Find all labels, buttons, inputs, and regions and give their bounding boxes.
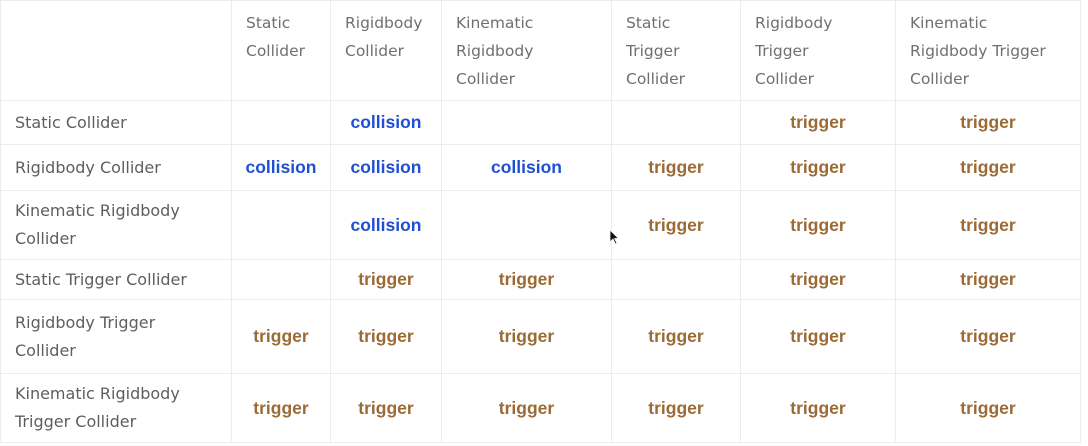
collision-cell: collision — [231, 144, 331, 191]
trigger-cell: trigger — [740, 100, 896, 145]
header-row: Static Collider Rigidbody Collider Kinem… — [0, 0, 1081, 101]
empty-cell — [611, 100, 741, 145]
mouse-pointer-icon — [609, 229, 619, 245]
row-header-kinematic-rigidbody-trigger-collider: Kinematic Rigidbody Trigger Collider — [0, 373, 232, 443]
row-header-static-collider: Static Collider — [0, 100, 232, 145]
collision-cell: collision — [330, 190, 442, 260]
empty-cell — [231, 100, 331, 145]
trigger-cell: trigger — [611, 299, 741, 374]
trigger-cell: trigger — [441, 373, 612, 443]
column-header-rigidbody-collider: Rigidbody Collider — [330, 0, 442, 101]
trigger-cell: trigger — [895, 259, 1081, 300]
trigger-cell: trigger — [611, 144, 741, 191]
trigger-cell: trigger — [330, 259, 442, 300]
trigger-cell: trigger — [895, 299, 1081, 374]
trigger-cell: trigger — [740, 259, 896, 300]
trigger-cell: trigger — [740, 299, 896, 374]
trigger-cell: trigger — [231, 299, 331, 374]
empty-cell — [441, 190, 612, 260]
column-header-rigidbody-trigger-collider: Rigidbody Trigger Collider — [740, 0, 896, 101]
trigger-cell: trigger — [330, 299, 442, 374]
trigger-cell: trigger — [895, 100, 1081, 145]
collision-cell: collision — [441, 144, 612, 191]
row-header-rigidbody-trigger-collider: Rigidbody Trigger Collider — [0, 299, 232, 374]
trigger-cell: trigger — [740, 144, 896, 191]
trigger-cell: trigger — [740, 373, 896, 443]
column-header-kinematic-rigidbody-trigger-collider: Kinematic Rigidbody Trigger Collider — [895, 0, 1081, 101]
empty-cell — [231, 259, 331, 300]
corner-header-cell — [0, 0, 232, 101]
trigger-cell: trigger — [895, 144, 1081, 191]
trigger-cell: trigger — [231, 373, 331, 443]
column-header-kinematic-rigidbody-collider: Kinematic Rigidbody Collider — [441, 0, 612, 101]
table-row: Kinematic Rigidbody Collider collision tri… — [0, 190, 1081, 260]
trigger-cell: trigger — [441, 299, 612, 374]
trigger-cell: trigger — [441, 259, 612, 300]
trigger-cell: trigger — [895, 190, 1081, 260]
empty-cell — [441, 100, 612, 145]
empty-cell — [231, 190, 331, 260]
column-header-static-collider: Static Collider — [231, 0, 331, 101]
collision-cell: collision — [330, 144, 442, 191]
trigger-cell: trigger — [330, 373, 442, 443]
trigger-cell: trigger — [611, 190, 741, 260]
trigger-cell: trigger — [895, 373, 1081, 443]
column-header-static-trigger-collider: Static Trigger Collider — [611, 0, 741, 101]
trigger-cell: trigger — [740, 190, 896, 260]
empty-cell — [611, 259, 741, 300]
trigger-cell: trigger — [611, 373, 741, 443]
collision-cell: collision — [330, 100, 442, 145]
row-header-static-trigger-collider: Static Trigger Collider — [0, 259, 232, 300]
row-header-rigidbody-collider: Rigidbody Collider — [0, 144, 232, 191]
row-header-kinematic-rigidbody-collider: Kinematic Rigidbody Collider — [0, 190, 232, 260]
